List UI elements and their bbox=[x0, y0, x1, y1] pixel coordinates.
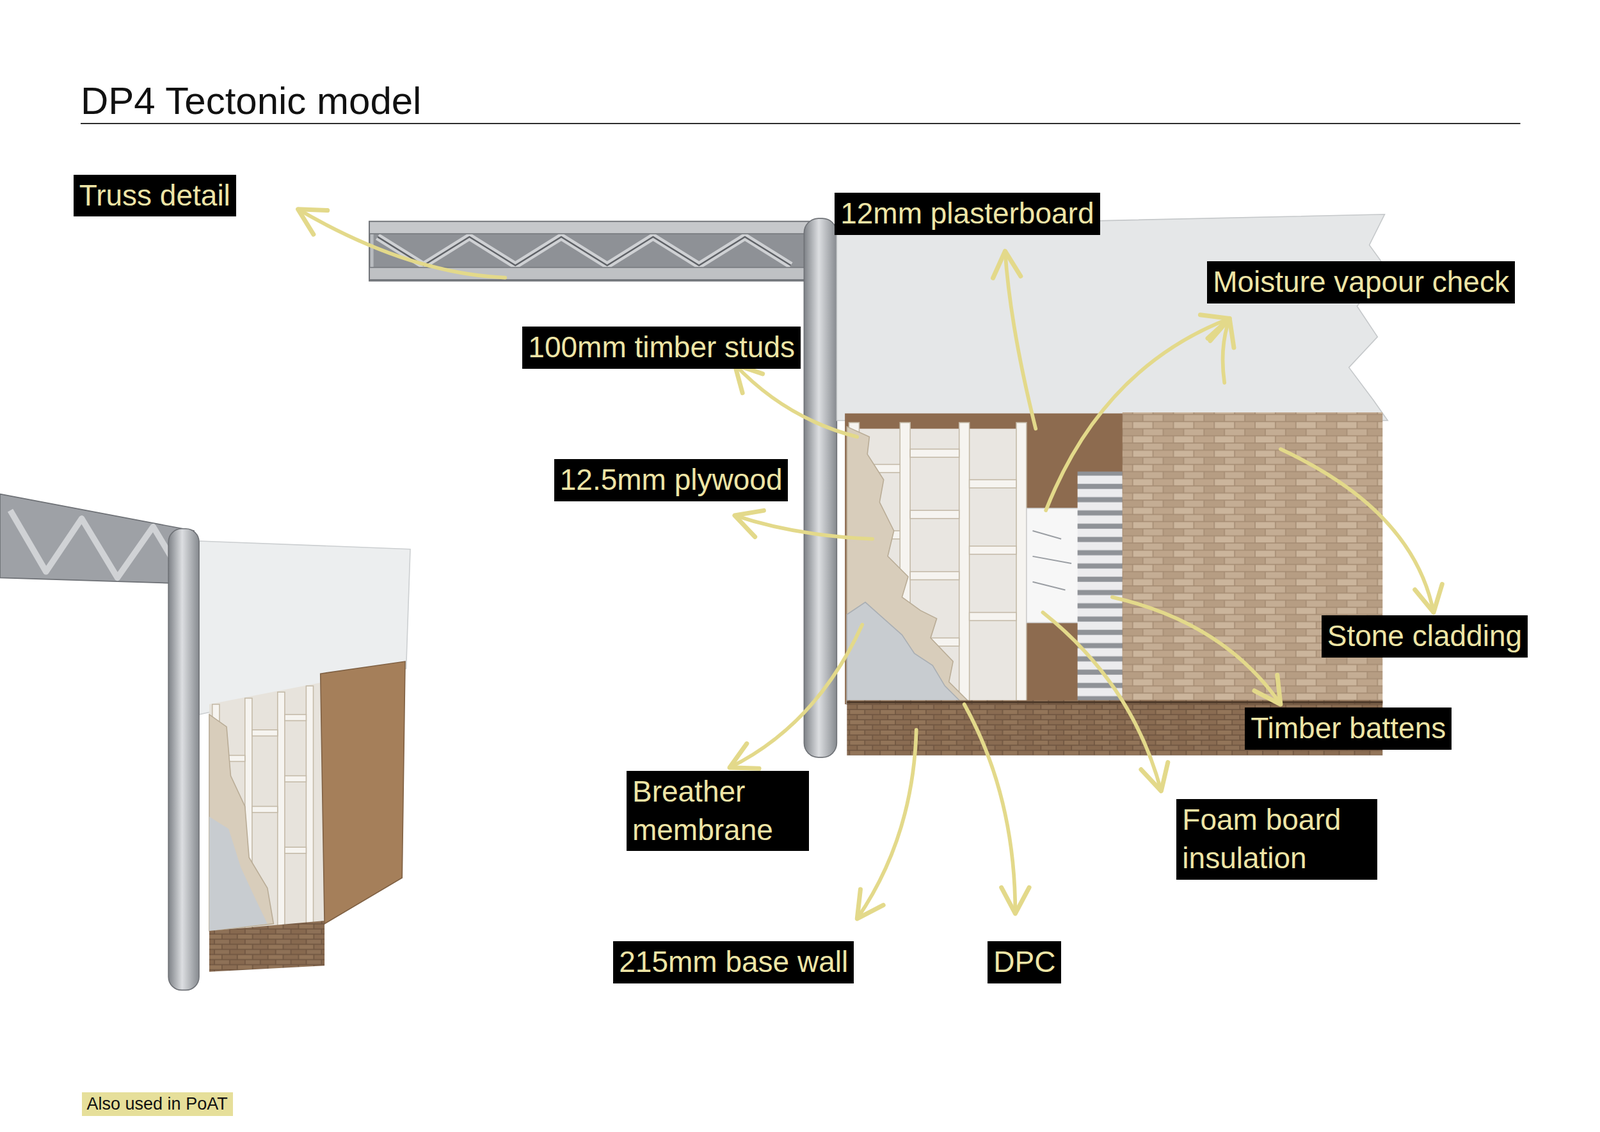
callout-label: 100mm timber studs bbox=[522, 326, 801, 369]
perspective-stud-infill bbox=[209, 681, 325, 944]
perspective-truss bbox=[0, 494, 194, 584]
foam-print bbox=[1032, 530, 1072, 590]
callout-label: Foam board insulation bbox=[1176, 798, 1378, 880]
callout-text: 215mm base wall bbox=[618, 942, 848, 982]
callout-text: Truss detail bbox=[79, 176, 231, 216]
callout-label: Stone cladding bbox=[1321, 615, 1528, 658]
truss-web-shadow bbox=[373, 233, 813, 268]
truss-diagonal-edge bbox=[377, 236, 792, 266]
callout-text: 100mm timber studs bbox=[528, 328, 795, 367]
callout-text: Foam board insulation bbox=[1182, 800, 1372, 878]
perspective-post bbox=[168, 528, 200, 991]
leader-arrow bbox=[1004, 250, 1036, 429]
perspective-cladding-board bbox=[320, 661, 406, 924]
plywood-sheathing bbox=[846, 426, 971, 704]
callout-text: Also used in PoAT bbox=[87, 1092, 228, 1115]
truss bbox=[369, 221, 818, 281]
leader-arrow bbox=[729, 624, 863, 768]
leader-arrow bbox=[298, 209, 506, 278]
leader-arrows bbox=[298, 209, 1434, 919]
leader-arrow bbox=[1045, 318, 1230, 511]
perspective-base-wall bbox=[209, 920, 325, 972]
perspective-membrane bbox=[209, 816, 268, 931]
leader-arrow bbox=[856, 729, 916, 919]
callout-text: Stone cladding bbox=[1327, 616, 1522, 656]
truss-top-chord bbox=[369, 221, 818, 234]
leader-arrow bbox=[1280, 448, 1434, 612]
callout-label: Truss detail bbox=[73, 174, 237, 217]
page-title: DP4 Tectonic model bbox=[80, 81, 422, 121]
breather-membrane bbox=[846, 602, 964, 704]
callout-label: 12.5mm plywood bbox=[554, 458, 789, 502]
callout-text: Timber battens bbox=[1250, 709, 1446, 748]
callout-label: 215mm base wall bbox=[613, 940, 854, 984]
callout-text: DPC bbox=[993, 942, 1056, 982]
callout-label: Moisture vapour check bbox=[1207, 261, 1515, 304]
truss-diagonals bbox=[377, 236, 792, 266]
leader-arrow bbox=[734, 364, 857, 437]
leader-arrow bbox=[964, 704, 1016, 914]
dpc-line bbox=[846, 700, 1383, 703]
callout-label: DPC bbox=[987, 940, 1062, 984]
perspective-model bbox=[0, 494, 411, 991]
callout-text: 12.5mm plywood bbox=[560, 460, 783, 500]
note-tag: Also used in PoAT bbox=[81, 1091, 233, 1116]
callout-label: Breather membrane bbox=[626, 770, 809, 852]
stone-cladding bbox=[1122, 412, 1384, 704]
cardboard-backing bbox=[844, 413, 1131, 704]
foam-insulation bbox=[1026, 508, 1080, 623]
perspective-plywood bbox=[209, 714, 274, 931]
callout-text: Breather membrane bbox=[632, 772, 804, 850]
plasterboard-sheet bbox=[836, 214, 1388, 421]
callout-text: Moisture vapour check bbox=[1212, 263, 1510, 302]
leader-arrow bbox=[734, 515, 873, 539]
leader-arrow bbox=[1042, 612, 1161, 792]
title-rule bbox=[80, 122, 1520, 125]
callout-label: 12mm plasterboard bbox=[834, 192, 1100, 235]
callout-text: 12mm plasterboard bbox=[840, 194, 1094, 233]
truss-body bbox=[369, 221, 818, 281]
leader-arrow bbox=[1223, 318, 1231, 383]
callout-label: Timber battens bbox=[1244, 707, 1452, 750]
perspective-truss-diagonals bbox=[10, 510, 184, 578]
leader-arrow bbox=[1112, 597, 1281, 704]
